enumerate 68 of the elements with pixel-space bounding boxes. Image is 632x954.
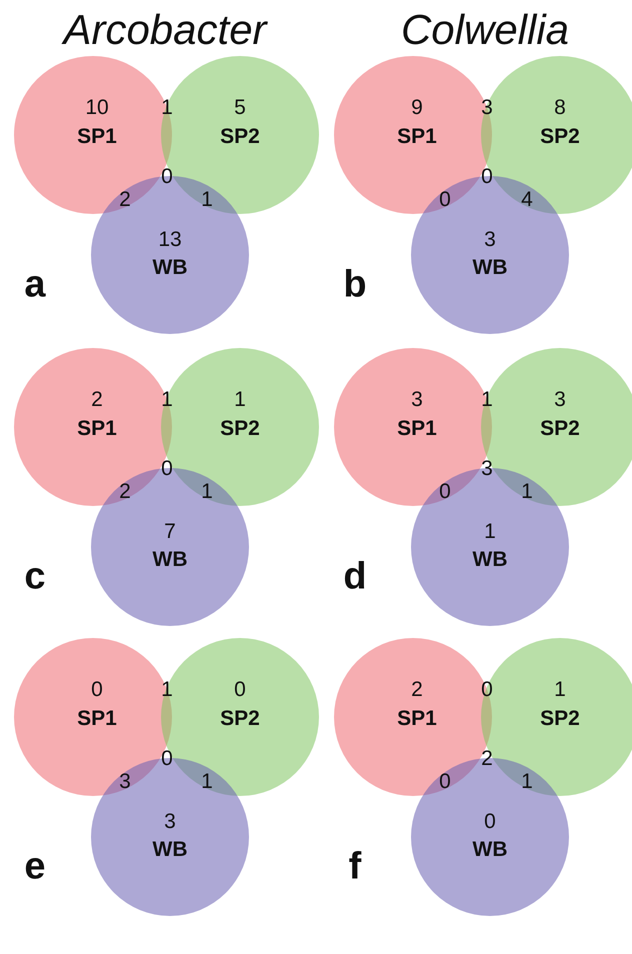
panel-letter: c	[24, 556, 46, 598]
count-label: 2	[119, 480, 131, 504]
count-label: 1	[201, 480, 213, 504]
count-label: 3	[119, 770, 131, 794]
count-label: 1	[161, 388, 173, 412]
set-label: SP1	[77, 125, 117, 149]
count-label: 1	[481, 388, 493, 412]
set-label: SP2	[220, 125, 260, 149]
panel-letter: d	[343, 556, 367, 598]
count-label: 0	[484, 810, 496, 834]
count-label: 1	[484, 520, 496, 544]
set-label: SP2	[540, 707, 580, 731]
count-label: 1	[554, 678, 566, 702]
set-label: SP2	[220, 417, 260, 441]
count-label: 3	[411, 388, 423, 412]
count-label: 0	[481, 678, 493, 702]
count-label: 3	[484, 228, 496, 252]
set-label: SP2	[540, 417, 580, 441]
count-label: 2	[91, 388, 103, 412]
set-label: SP1	[77, 417, 117, 441]
count-label: 3	[554, 388, 566, 412]
set-label: WB	[152, 548, 188, 572]
count-label: 0	[234, 678, 246, 702]
count-label: 1	[161, 678, 173, 702]
set-label: WB	[152, 256, 188, 280]
count-label: 10	[85, 96, 109, 120]
set-label: SP2	[540, 125, 580, 149]
set-label: SP2	[220, 707, 260, 731]
set-label: SP1	[397, 707, 437, 731]
count-label: 0	[439, 770, 451, 794]
count-label: 0	[439, 480, 451, 504]
column-title: Arcobacter	[63, 6, 267, 54]
set-label: WB	[472, 838, 508, 862]
set-label: SP1	[77, 707, 117, 731]
column-title: Colwellia	[400, 6, 570, 54]
set-label: SP1	[397, 417, 437, 441]
count-label: 3	[481, 96, 493, 120]
count-label: 1	[521, 480, 533, 504]
count-label: 0	[161, 165, 173, 189]
count-label: 3	[164, 810, 176, 834]
count-label: 9	[411, 96, 423, 120]
count-label: 5	[234, 96, 246, 120]
count-label: 1	[201, 770, 213, 794]
count-label: 0	[161, 457, 173, 481]
count-label: 1	[161, 96, 173, 120]
panel-letter: e	[24, 846, 46, 888]
count-label: 2	[481, 747, 493, 771]
count-label: 0	[161, 747, 173, 771]
count-label: 4	[521, 188, 533, 212]
count-label: 2	[119, 188, 131, 212]
set-label: WB	[472, 548, 508, 572]
set-label: SP1	[397, 125, 437, 149]
count-label: 1	[521, 770, 533, 794]
count-label: 0	[481, 165, 493, 189]
count-label: 1	[234, 388, 246, 412]
count-label: 1	[201, 188, 213, 212]
count-label: 2	[411, 678, 423, 702]
count-label: 13	[158, 228, 182, 252]
set-label: WB	[472, 256, 508, 280]
count-label: 8	[554, 96, 566, 120]
count-label: 0	[91, 678, 103, 702]
count-label: 0	[439, 188, 451, 212]
count-label: 7	[164, 520, 176, 544]
set-label: WB	[152, 838, 188, 862]
count-label: 3	[481, 457, 493, 481]
panel-letter: a	[24, 264, 46, 306]
panel-letter: b	[343, 264, 367, 306]
panel-letter: f	[348, 846, 362, 888]
